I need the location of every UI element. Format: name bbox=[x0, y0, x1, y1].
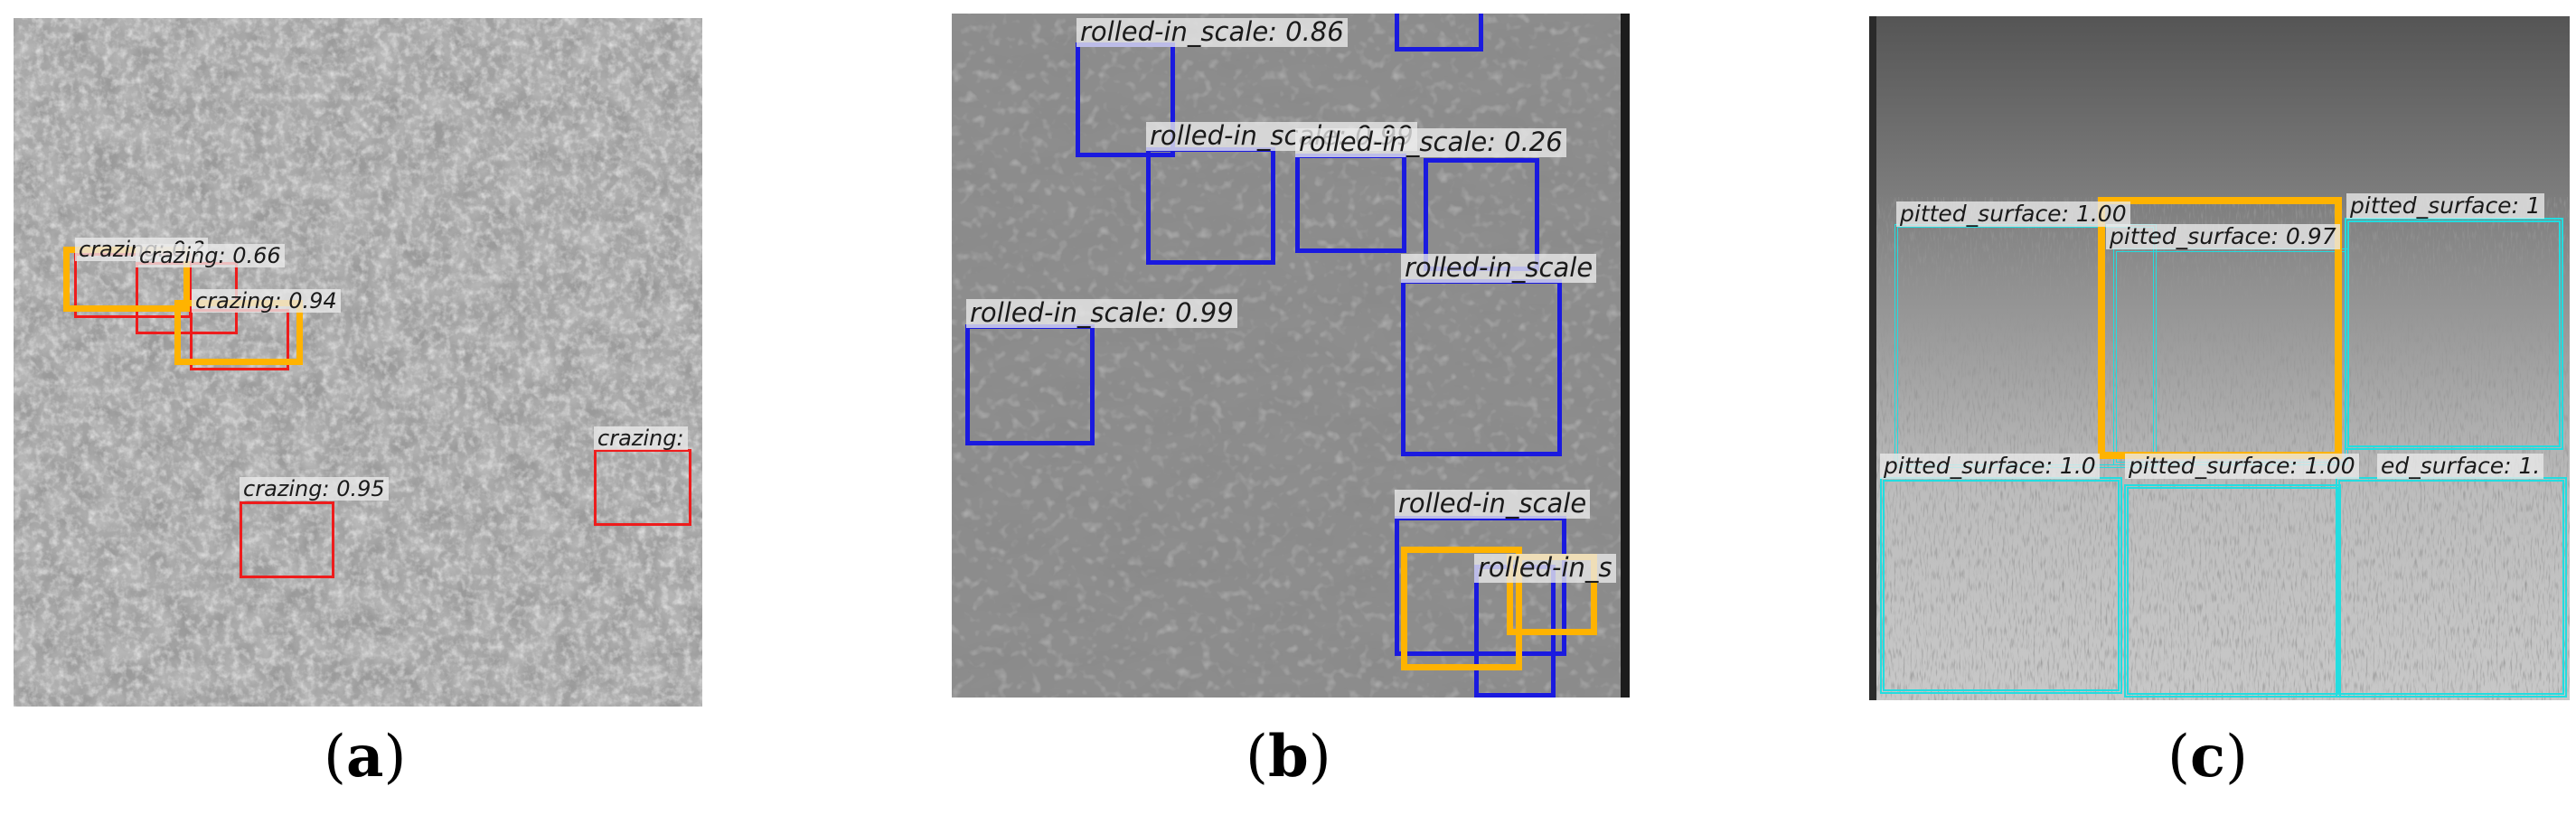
detection-label: rolled-in_scale: 0.99 bbox=[966, 298, 1237, 328]
crazing-texture bbox=[14, 18, 702, 707]
detection-label: pitted_surface: 1.00 bbox=[1896, 201, 2130, 227]
panel-c-image: pitted_surface: 1.00 pitted_surface: 0.9… bbox=[1869, 16, 2570, 700]
pitted-surface-box-3 bbox=[2345, 218, 2563, 450]
panel-a-image: crazing: 0.? crazing: 0.66 crazing: 0.94… bbox=[14, 18, 702, 707]
detection-label: rolled-in_scale bbox=[1401, 253, 1597, 283]
pitted-surface-box-5 bbox=[2124, 484, 2341, 698]
detection-label: crazing: 0.66 bbox=[136, 244, 285, 267]
caption-a: (a) bbox=[324, 723, 407, 791]
detection-label: pitted_surface: 1 bbox=[2346, 193, 2544, 219]
rolled-in-scale-box-4 bbox=[1295, 154, 1406, 253]
caption-letter: c bbox=[2189, 723, 2225, 791]
detection-label: rolled-in_scale: 0.86 bbox=[1076, 17, 1348, 47]
detection-label: rolled-in_scale: 0.26 bbox=[1295, 127, 1566, 157]
detection-label: rolled-in_s bbox=[1474, 553, 1616, 583]
detection-label: pitted_surface: 0.97 bbox=[2106, 224, 2340, 249]
caption-letter: a bbox=[345, 723, 384, 791]
caption-b: (b) bbox=[1246, 723, 1331, 791]
missed-defect-box-1 bbox=[1401, 547, 1522, 670]
detection-label: crazing: 0.95 bbox=[240, 477, 389, 501]
crazing-box-5 bbox=[594, 449, 691, 526]
rolled-in-scale-box-2 bbox=[1395, 14, 1483, 52]
crazing-box-4 bbox=[240, 501, 334, 578]
detection-label: crazing: bbox=[594, 426, 688, 450]
panel-b-image: rolled-in_scale: 0.86 rolled-in_scale: 0… bbox=[952, 14, 1630, 698]
detection-label: rolled-in_scale bbox=[1395, 489, 1591, 519]
caption-c: (c) bbox=[2167, 723, 2248, 791]
rolled-in-scale-box-7 bbox=[965, 324, 1095, 445]
pitted-surface-box-6 bbox=[2336, 477, 2567, 698]
rolled-in-scale-box-6 bbox=[1401, 279, 1562, 456]
detection-label: ed_surface: 1. bbox=[2377, 454, 2544, 479]
rolled-in-scale-box-3 bbox=[1146, 147, 1275, 265]
detection-label: pitted_surface: 1.0 bbox=[1880, 454, 2100, 479]
pitted-surface-box-4 bbox=[1880, 477, 2122, 694]
detection-label: pitted_surface: 1.00 bbox=[2125, 454, 2359, 479]
detection-label: crazing: 0.94 bbox=[192, 289, 341, 313]
caption-letter: b bbox=[1267, 723, 1309, 791]
